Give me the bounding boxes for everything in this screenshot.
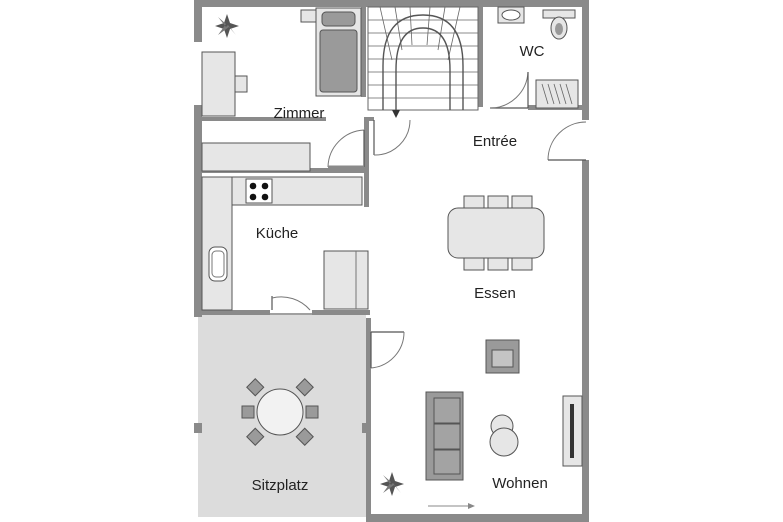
door-entrance <box>547 121 587 161</box>
sofa <box>425 391 464 481</box>
wall-stair-right <box>478 7 483 107</box>
bed-side-table <box>300 9 317 23</box>
coffee-tables <box>489 414 519 457</box>
dining-table <box>447 195 545 271</box>
desk-chair <box>234 75 248 93</box>
bed-blanket <box>319 29 358 93</box>
room-label-kueche: Küche <box>256 225 299 242</box>
plant-icon <box>380 472 404 496</box>
wardrobe <box>201 142 311 172</box>
wc-toilet-seat <box>555 23 563 35</box>
kitchen-counter-left <box>201 176 233 311</box>
wall-left-mid <box>194 105 202 317</box>
wall-living-left-lower <box>366 318 371 522</box>
wall-kitchen-bottom <box>198 310 270 315</box>
plant-icon <box>215 14 239 38</box>
door-wc <box>489 71 529 109</box>
door-stair <box>373 119 411 156</box>
fireplace <box>562 395 583 467</box>
wall-bottom <box>366 514 589 522</box>
door-kitchen <box>271 296 311 311</box>
room-label-essen: Essen <box>474 285 516 302</box>
room-label-wohnen: Wohnen <box>492 475 548 492</box>
desk <box>201 51 236 117</box>
wall-zimmer-bottom <box>198 117 326 121</box>
sink-icon <box>208 246 228 282</box>
terrace-table <box>241 378 319 446</box>
wall-right-lower <box>582 160 589 522</box>
wall-left-upper <box>194 0 202 42</box>
door-zimmer <box>327 129 365 169</box>
room-label-wc: WC <box>520 43 545 60</box>
wall-zimmer-right <box>361 7 366 97</box>
wall-top <box>194 0 588 7</box>
sliding-door-arrow <box>428 503 475 509</box>
room-label-entree: Entrée <box>473 133 517 150</box>
wall-kitchen-bottom-right <box>312 310 370 315</box>
terrace-edge <box>198 313 368 315</box>
room-label-sitzplatz: Sitzplatz <box>252 477 309 494</box>
wall-kitchen-right <box>364 117 369 207</box>
bed-pillow <box>321 11 356 27</box>
armchair <box>485 339 520 374</box>
wall-right-upper <box>582 0 589 120</box>
staircase <box>367 6 479 118</box>
stove-icon <box>245 178 273 204</box>
room-label-zimmer: Zimmer <box>274 105 325 122</box>
coat-rack <box>535 79 579 109</box>
terrace-post-left <box>194 423 202 433</box>
fridge <box>323 250 369 310</box>
wc-sink-bowl <box>501 9 521 21</box>
door-terrace <box>370 331 405 369</box>
